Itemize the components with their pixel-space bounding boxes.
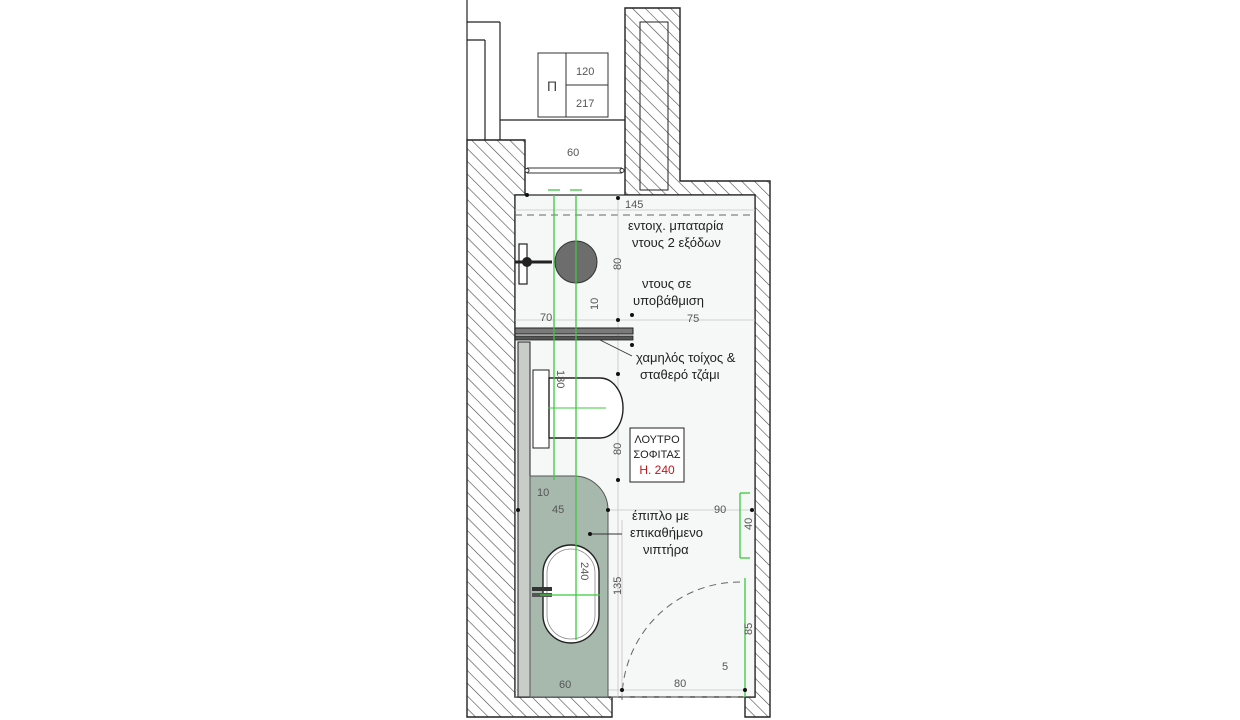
dim-bottom-left: 60	[559, 679, 571, 691]
dim-vanity-width: 45	[552, 504, 564, 516]
toilet-fixture	[532, 369, 624, 449]
dim-door-opening: 60	[567, 147, 579, 159]
dim-left-span: 70	[540, 312, 552, 324]
dim-vanity-length: 240	[578, 562, 590, 580]
note-vanity-line2: επικαθήμενο	[630, 525, 703, 540]
corridor-outline	[466, 0, 625, 140]
dim-shower-depth: 80	[612, 258, 624, 270]
note-wall-line1: χαμηλός τοίχος &	[636, 350, 736, 365]
door-tag-width: 120	[576, 66, 594, 78]
note-mixer-line1: εντοιχ. μπαταρία	[628, 218, 724, 233]
door-tag-height: 217	[576, 98, 594, 110]
dim-wc-zone: 130	[554, 370, 566, 388]
dim-radiator: 40	[743, 518, 755, 530]
dim-wc-depth: 80	[612, 443, 624, 455]
room-label-height: Η. 240	[639, 463, 675, 477]
dim-bottom-right: 80	[674, 678, 686, 690]
dim-wall-thickness: 10	[589, 298, 601, 310]
note-shower-line2: υποβάθμιση	[633, 293, 704, 308]
dim-right-clear: 90	[714, 504, 726, 516]
low-wall-glass	[514, 327, 634, 341]
entry-threshold	[524, 167, 625, 174]
room-label-line1: ΛΟΥΤΡΟ	[634, 434, 680, 446]
guide-lines	[540, 189, 750, 697]
dim-top-width: 145	[625, 199, 643, 211]
side-ledge	[517, 341, 531, 698]
dimension-markers	[516, 193, 754, 692]
note-vanity-line1: έπιπλο με	[632, 508, 689, 523]
room-label: ΛΟΥΤΡΟ ΣΟΦΙΤΑΣ Η. 240	[629, 427, 685, 483]
dim-door-jamb: 5	[722, 661, 728, 673]
dim-right-span: 75	[687, 313, 699, 325]
dim-door-side: 85	[743, 623, 755, 635]
room-label-line2: ΣΟΦΙΤΑΣ	[633, 449, 680, 461]
dim-lower-zone: 135	[612, 577, 624, 595]
basin-faucet-icon	[532, 587, 552, 591]
walls	[466, 7, 771, 718]
door-tag-symbol: Π	[547, 78, 557, 94]
note-wall-line2: σταθερό τζάμι	[640, 367, 720, 382]
note-mixer-line2: ντους 2 εξόδων	[632, 235, 721, 250]
door-tag: Π 120 217	[537, 52, 609, 118]
leader-lines	[590, 339, 633, 535]
vanity-fixture	[529, 475, 609, 698]
note-shower-line1: ντους σε	[642, 276, 692, 291]
note-vanity-line3: νιπτήρα	[643, 542, 689, 557]
dim-side-wall: 10	[537, 487, 549, 499]
